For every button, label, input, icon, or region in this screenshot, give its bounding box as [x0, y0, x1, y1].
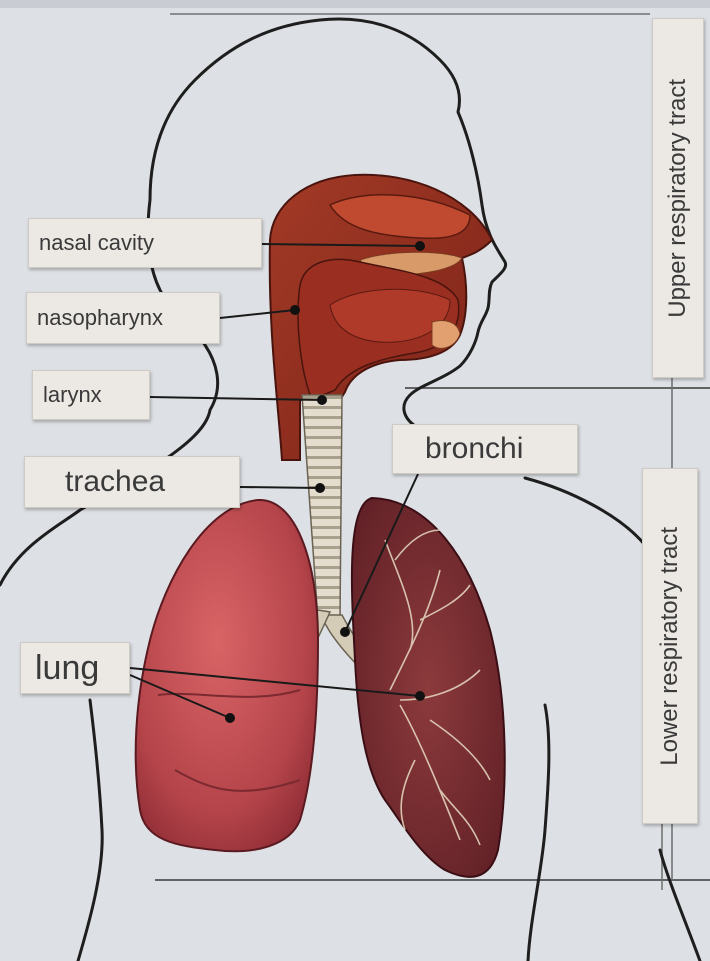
label-lower-respiratory-tract: Lower respiratory tract — [642, 468, 698, 824]
label-bronchi: bronchi — [392, 424, 578, 474]
label-nasopharynx: nasopharynx — [26, 292, 220, 344]
label-lung: lung — [20, 642, 130, 694]
top-border — [0, 0, 710, 8]
upper-tract-text: Upper respiratory tract — [664, 79, 692, 318]
label-trachea: trachea — [24, 456, 240, 508]
label-larynx: larynx — [32, 370, 150, 420]
label-nasal-cavity: nasal cavity — [28, 218, 262, 268]
label-upper-respiratory-tract: Upper respiratory tract — [652, 18, 704, 378]
lower-tract-text: Lower respiratory tract — [656, 527, 684, 766]
